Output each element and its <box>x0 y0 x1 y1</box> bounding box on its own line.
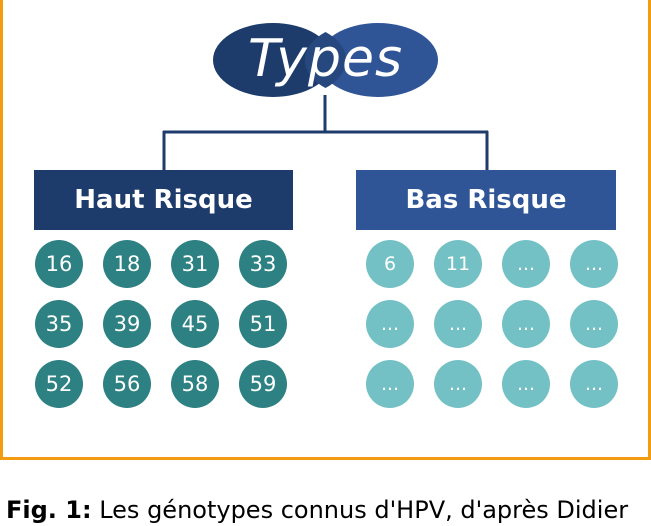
title-ellipse-left <box>213 23 333 97</box>
type-circle: 59 <box>239 360 287 408</box>
type-circle: 56 <box>103 360 151 408</box>
type-circle: 11 <box>434 240 482 288</box>
type-circle: ... <box>502 360 550 408</box>
type-circle: ... <box>366 360 414 408</box>
type-circle: ... <box>570 240 618 288</box>
type-circle: 58 <box>171 360 219 408</box>
type-circle: 39 <box>103 300 151 348</box>
type-circle: ... <box>434 360 482 408</box>
figure-caption: Fig. 1: Les génotypes connus d'HPV, d'ap… <box>6 496 651 526</box>
type-circle: ... <box>434 300 482 348</box>
category-haut-risque: Haut Risque <box>34 170 293 230</box>
type-circle: 31 <box>171 240 219 288</box>
type-circle: 18 <box>103 240 151 288</box>
type-circle: 33 <box>239 240 287 288</box>
title-ellipse-right <box>318 23 438 97</box>
type-circle: 6 <box>366 240 414 288</box>
haut-risque-types: 16 18 31 33 35 39 45 51 52 56 58 59 <box>35 240 287 408</box>
type-circle: 51 <box>239 300 287 348</box>
type-circle: 16 <box>35 240 83 288</box>
type-circle: ... <box>570 300 618 348</box>
type-circle: ... <box>502 300 550 348</box>
bas-risque-types: 6 11 ... ... ... ... ... ... ... ... ...… <box>366 240 618 408</box>
type-circle: ... <box>570 360 618 408</box>
type-circle: 52 <box>35 360 83 408</box>
title-ellipse-overlap <box>304 32 347 88</box>
type-circle: ... <box>366 300 414 348</box>
type-circle: 35 <box>35 300 83 348</box>
type-circle: 45 <box>171 300 219 348</box>
type-circle: ... <box>502 240 550 288</box>
caption-text: Les génotypes connus d'HPV, d'après Didi… <box>99 496 629 524</box>
diagram-connectors <box>162 23 489 172</box>
category-bas-risque: Bas Risque <box>356 170 616 230</box>
figure-frame <box>0 0 651 460</box>
diagram-title: Types <box>247 29 404 89</box>
caption-label: Fig. 1: <box>6 496 92 524</box>
